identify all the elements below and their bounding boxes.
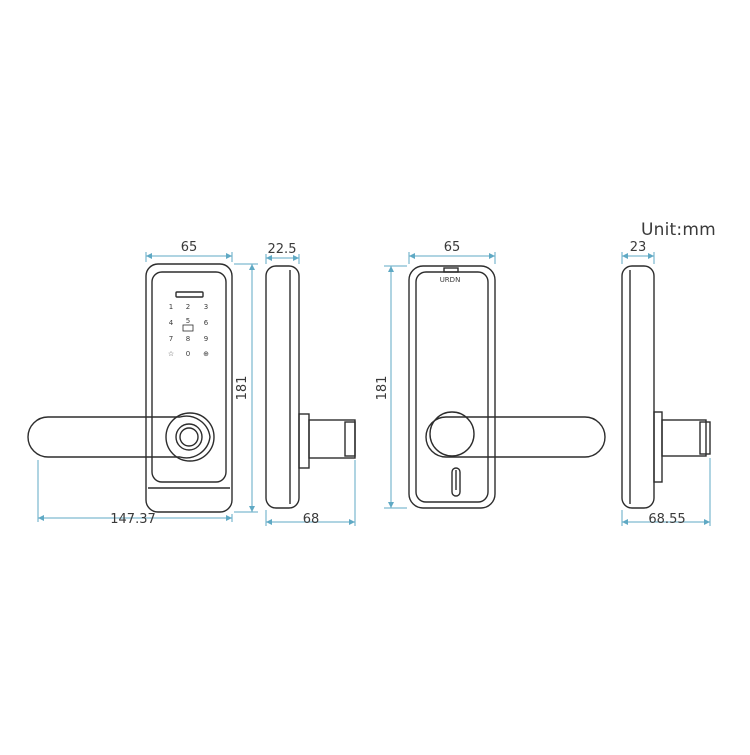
keypad-key-6: 6 [204, 319, 209, 327]
back-cylinder [451, 467, 461, 497]
front-fingerprint-sensor [175, 423, 203, 451]
keypad-key-0: 0 [186, 350, 190, 358]
keypad-key-5: 5 [186, 317, 190, 325]
front-display-slot [175, 291, 204, 298]
back-top-notch [443, 267, 459, 273]
keypad-key-9: 9 [204, 335, 208, 343]
front-lever-handle [27, 415, 211, 459]
back-dimensions [384, 252, 496, 509]
back-height-label: 181 [375, 376, 390, 401]
keypad-key-8: 8 [186, 335, 190, 343]
back-view [408, 265, 606, 509]
front-view [27, 263, 233, 513]
side-back-body [621, 265, 655, 509]
side-back-neck [653, 411, 663, 483]
front-dimensions [37, 252, 258, 522]
side-front-width-label: 22.5 [268, 242, 297, 257]
front-escutcheon-panel [151, 271, 227, 483]
side-back-width-label: 23 [630, 240, 647, 255]
back-handle-rose [429, 411, 475, 457]
side-front-depth-label: 68 [303, 512, 320, 527]
keypad-key-1: 1 [169, 303, 173, 311]
keypad-key-3: 3 [204, 303, 208, 311]
front-escutcheon-outer [145, 263, 233, 513]
keypad-key-star: ☆ [168, 350, 174, 358]
side-front-view [265, 265, 356, 509]
side-front-neck [298, 413, 310, 469]
side-front-lever [308, 419, 356, 459]
keypad-key-4: 4 [169, 319, 174, 327]
front-handle-rose [165, 412, 215, 462]
front-width-label: 65 [181, 240, 198, 255]
side-back-dimensions [621, 252, 711, 526]
keypad-key-2: 2 [186, 303, 190, 311]
card-reader-icon [182, 324, 194, 332]
back-logo: URDN [440, 276, 461, 284]
side-back-depth-label: 68.55 [648, 512, 685, 527]
side-back-view [621, 265, 711, 509]
front-keypad: 1 2 3 4 5 6 7 8 9 ☆ 0 ⊕ [168, 303, 209, 358]
side-back-lever-end [699, 421, 711, 455]
back-escutcheon-outer [408, 265, 496, 509]
side-front-dimensions [265, 254, 356, 526]
back-lever-handle [425, 416, 606, 458]
side-front-lever-end [344, 421, 356, 457]
back-escutcheon-inner [415, 271, 489, 503]
unit-label: Unit:mm [641, 220, 716, 240]
side-front-body [265, 265, 300, 509]
keypad-key-7: 7 [169, 335, 173, 343]
keypad-key-lock: ⊕ [203, 350, 209, 358]
front-fingerprint-inner [179, 427, 199, 447]
front-total-width-label: 147.37 [110, 512, 156, 527]
side-back-lever [661, 419, 707, 457]
front-height-label: 181 [235, 376, 250, 401]
back-width-label: 65 [444, 240, 461, 255]
